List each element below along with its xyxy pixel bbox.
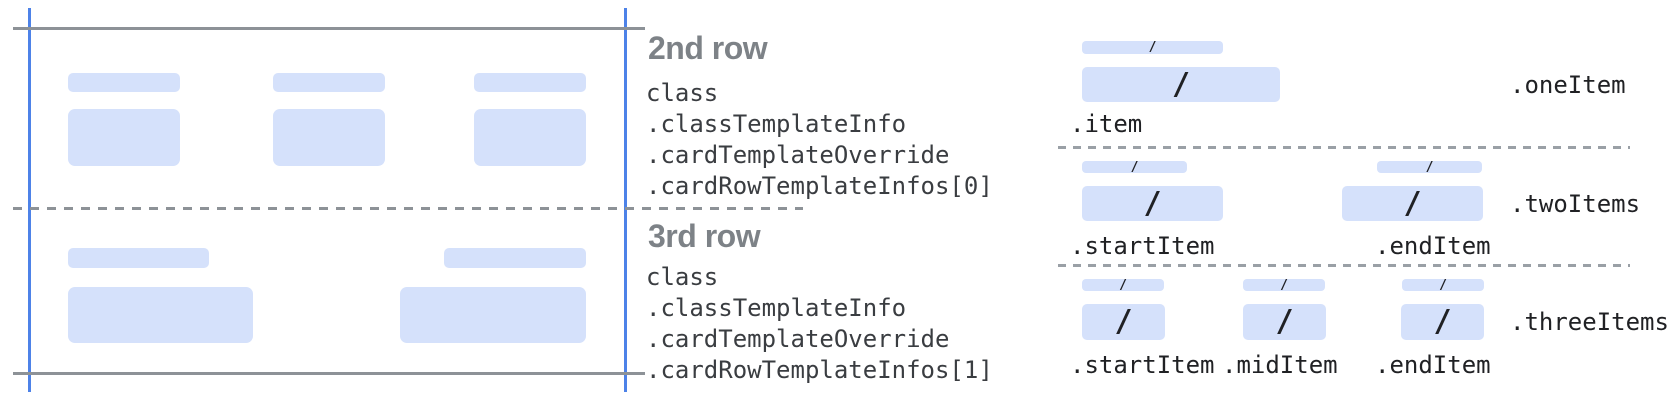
slash-separator: / [1403,185,1422,221]
label-placeholder-bar [273,73,385,92]
template-group-label: .oneItem [1510,71,1626,99]
code-line: .cardRowTemplateInfos[0] [646,172,993,200]
code-line: .cardTemplateOverride [646,325,950,353]
slash-separator: / [1171,66,1191,102]
item-value-bar: / [1342,186,1483,221]
template-group-label: .twoItems [1510,190,1641,218]
second-row-heading: 2nd row [648,30,768,66]
slash-separator: / [1425,159,1434,175]
slash-separator: / [1433,304,1452,339]
item-value-bar: / [1082,186,1223,221]
item-label-bar: / [1082,277,1164,293]
code-line: class [646,79,719,107]
value-placeholder-block [474,109,586,166]
value-placeholder-block [68,109,180,166]
item-label-bar: / [1402,277,1484,293]
template-separator-dashed [1058,146,1630,149]
third-row-heading: 3rd row [648,218,761,254]
slash-separator: / [1275,304,1294,339]
item-field-label: .endItem [1375,232,1491,260]
item-value-bar: / [1243,304,1326,340]
code-line: .classTemplateInfo [646,110,907,138]
item-value-bar: / [1401,304,1484,340]
item-label-bar: / [1377,159,1482,175]
code-line: .cardRowTemplateInfos[1] [646,356,993,384]
right-margin-guide [624,8,627,392]
item-value-bar: / [1082,67,1280,102]
item-field-label: .midItem [1222,351,1338,379]
code-line: .cardTemplateOverride [646,141,950,169]
slash-separator: / [1439,277,1447,293]
template-separator-dashed [1058,264,1630,267]
label-placeholder-bar [444,248,586,268]
slash-separator: / [1130,159,1139,175]
label-placeholder-bar [474,73,586,92]
code-line: class [646,263,719,291]
template-group-label: .threeItems [1510,308,1669,336]
item-value-bar: / [1082,304,1165,340]
label-placeholder-bar [68,73,180,92]
item-field-label: .startItem [1070,351,1215,379]
slash-separator: / [1119,277,1127,293]
card-top-edge [13,27,645,30]
item-label-bar: / [1082,159,1187,175]
row-divider-dashed [13,207,803,210]
code-line: .classTemplateInfo [646,294,907,322]
item-field-label: .startItem [1070,232,1215,260]
value-placeholder-block [68,287,253,343]
item-label-bar: / [1243,277,1325,293]
card-bottom-edge [13,372,645,375]
slash-separator: / [1114,304,1133,339]
label-placeholder-bar [68,248,209,268]
slash-separator: / [1148,40,1157,55]
item-field-label: .endItem [1375,351,1491,379]
left-margin-guide [28,8,31,392]
slash-separator: / [1143,185,1162,221]
value-placeholder-block [400,287,586,343]
slash-separator: / [1280,277,1288,293]
item-label-bar: / [1082,41,1223,54]
item-field-label: .item [1070,110,1143,138]
value-placeholder-block [273,109,385,166]
